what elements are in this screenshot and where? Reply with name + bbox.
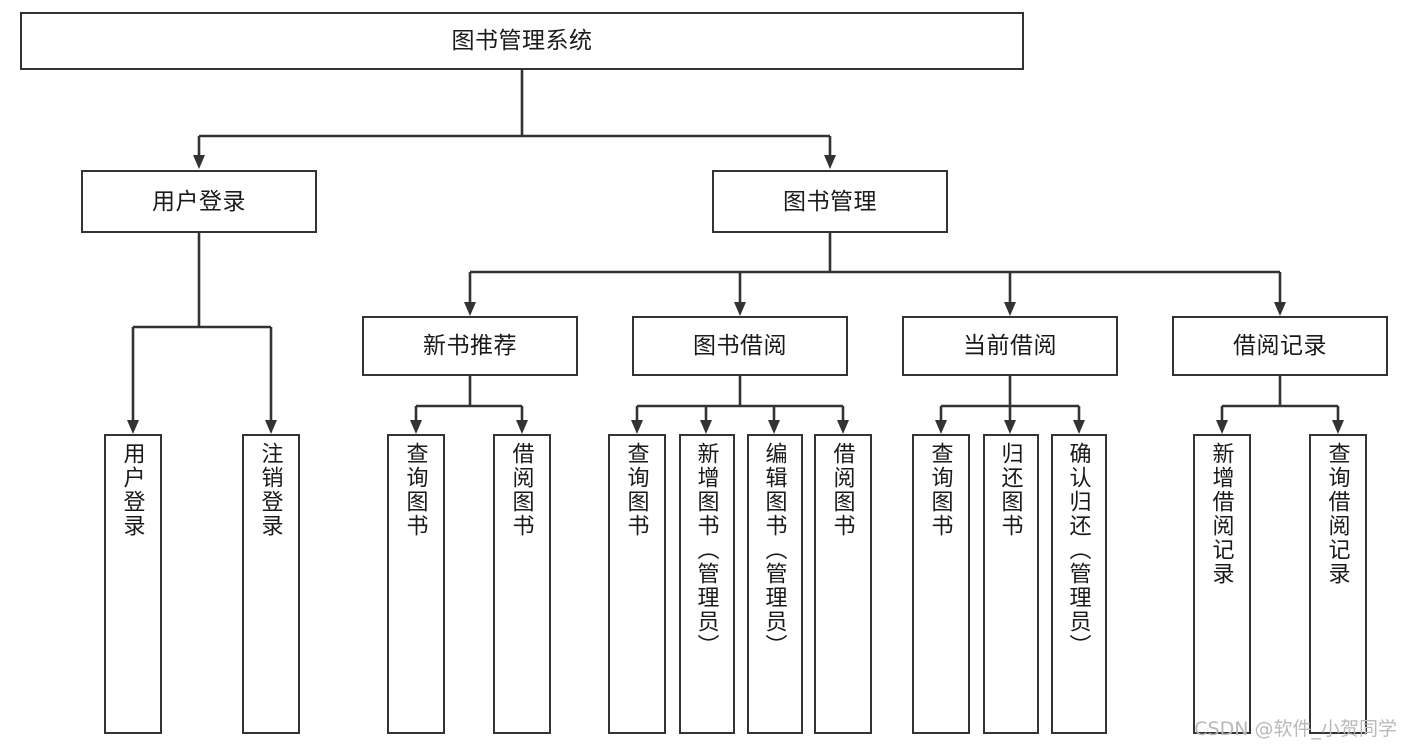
node-label: 查询图书 bbox=[928, 442, 954, 538]
node-label: 查询借阅记录 bbox=[1325, 442, 1351, 586]
leaf-borrow-edit-book-admin[interactable]: 编辑图书（管理员） bbox=[747, 434, 803, 734]
node-label: 新增借阅记录 bbox=[1209, 442, 1235, 586]
leaf-newbook-borrow-book[interactable]: 借阅图书 bbox=[493, 434, 551, 734]
watermark-text: CSDN @软件_小贺同学 bbox=[1194, 718, 1397, 740]
leaf-user-login[interactable]: 用户登录 bbox=[104, 434, 162, 734]
node-label: 图书管理 bbox=[783, 187, 877, 214]
node-label: 查询图书 bbox=[403, 442, 429, 538]
node-new-book-recommend[interactable]: 新书推荐 bbox=[362, 316, 578, 376]
node-root-system[interactable]: 图书管理系统 bbox=[20, 12, 1024, 70]
node-label: 编辑图书（管理员） bbox=[762, 442, 788, 658]
leaf-logout[interactable]: 注销登录 bbox=[242, 434, 300, 734]
node-label: 确认归还（管理员） bbox=[1066, 442, 1092, 658]
leaf-current-return-book[interactable]: 归还图书 bbox=[983, 434, 1039, 734]
node-label: 借阅图书 bbox=[830, 442, 856, 538]
node-label: 图书借阅 bbox=[693, 332, 787, 359]
node-label: 新增图书（管理员） bbox=[694, 442, 720, 658]
node-label: 归还图书 bbox=[998, 442, 1024, 538]
node-label: 用户登录 bbox=[152, 187, 246, 214]
node-book-borrow[interactable]: 图书借阅 bbox=[632, 316, 848, 376]
node-label: 当前借阅 bbox=[963, 332, 1057, 359]
node-label: 用户登录 bbox=[120, 442, 146, 538]
node-label: 注销登录 bbox=[258, 442, 284, 538]
leaf-borrow-add-book-admin[interactable]: 新增图书（管理员） bbox=[679, 434, 735, 734]
leaf-current-confirm-return-admin[interactable]: 确认归还（管理员） bbox=[1051, 434, 1107, 734]
node-label: 查询图书 bbox=[624, 442, 650, 538]
leaf-record-query-record[interactable]: 查询借阅记录 bbox=[1309, 434, 1367, 734]
node-user-login[interactable]: 用户登录 bbox=[81, 170, 317, 233]
node-label: 图书管理系统 bbox=[451, 27, 593, 54]
leaf-record-add-record[interactable]: 新增借阅记录 bbox=[1193, 434, 1251, 734]
node-label: 借阅记录 bbox=[1233, 332, 1327, 359]
node-current-borrow[interactable]: 当前借阅 bbox=[902, 316, 1118, 376]
node-label: 新书推荐 bbox=[423, 332, 517, 359]
leaf-current-query-book[interactable]: 查询图书 bbox=[912, 434, 970, 734]
node-book-management[interactable]: 图书管理 bbox=[712, 170, 948, 233]
leaf-borrow-borrow-book[interactable]: 借阅图书 bbox=[814, 434, 872, 734]
leaf-borrow-query-book[interactable]: 查询图书 bbox=[608, 434, 666, 734]
node-label: 借阅图书 bbox=[509, 442, 535, 538]
node-borrow-record[interactable]: 借阅记录 bbox=[1172, 316, 1388, 376]
leaf-newbook-query-book[interactable]: 查询图书 bbox=[387, 434, 445, 734]
